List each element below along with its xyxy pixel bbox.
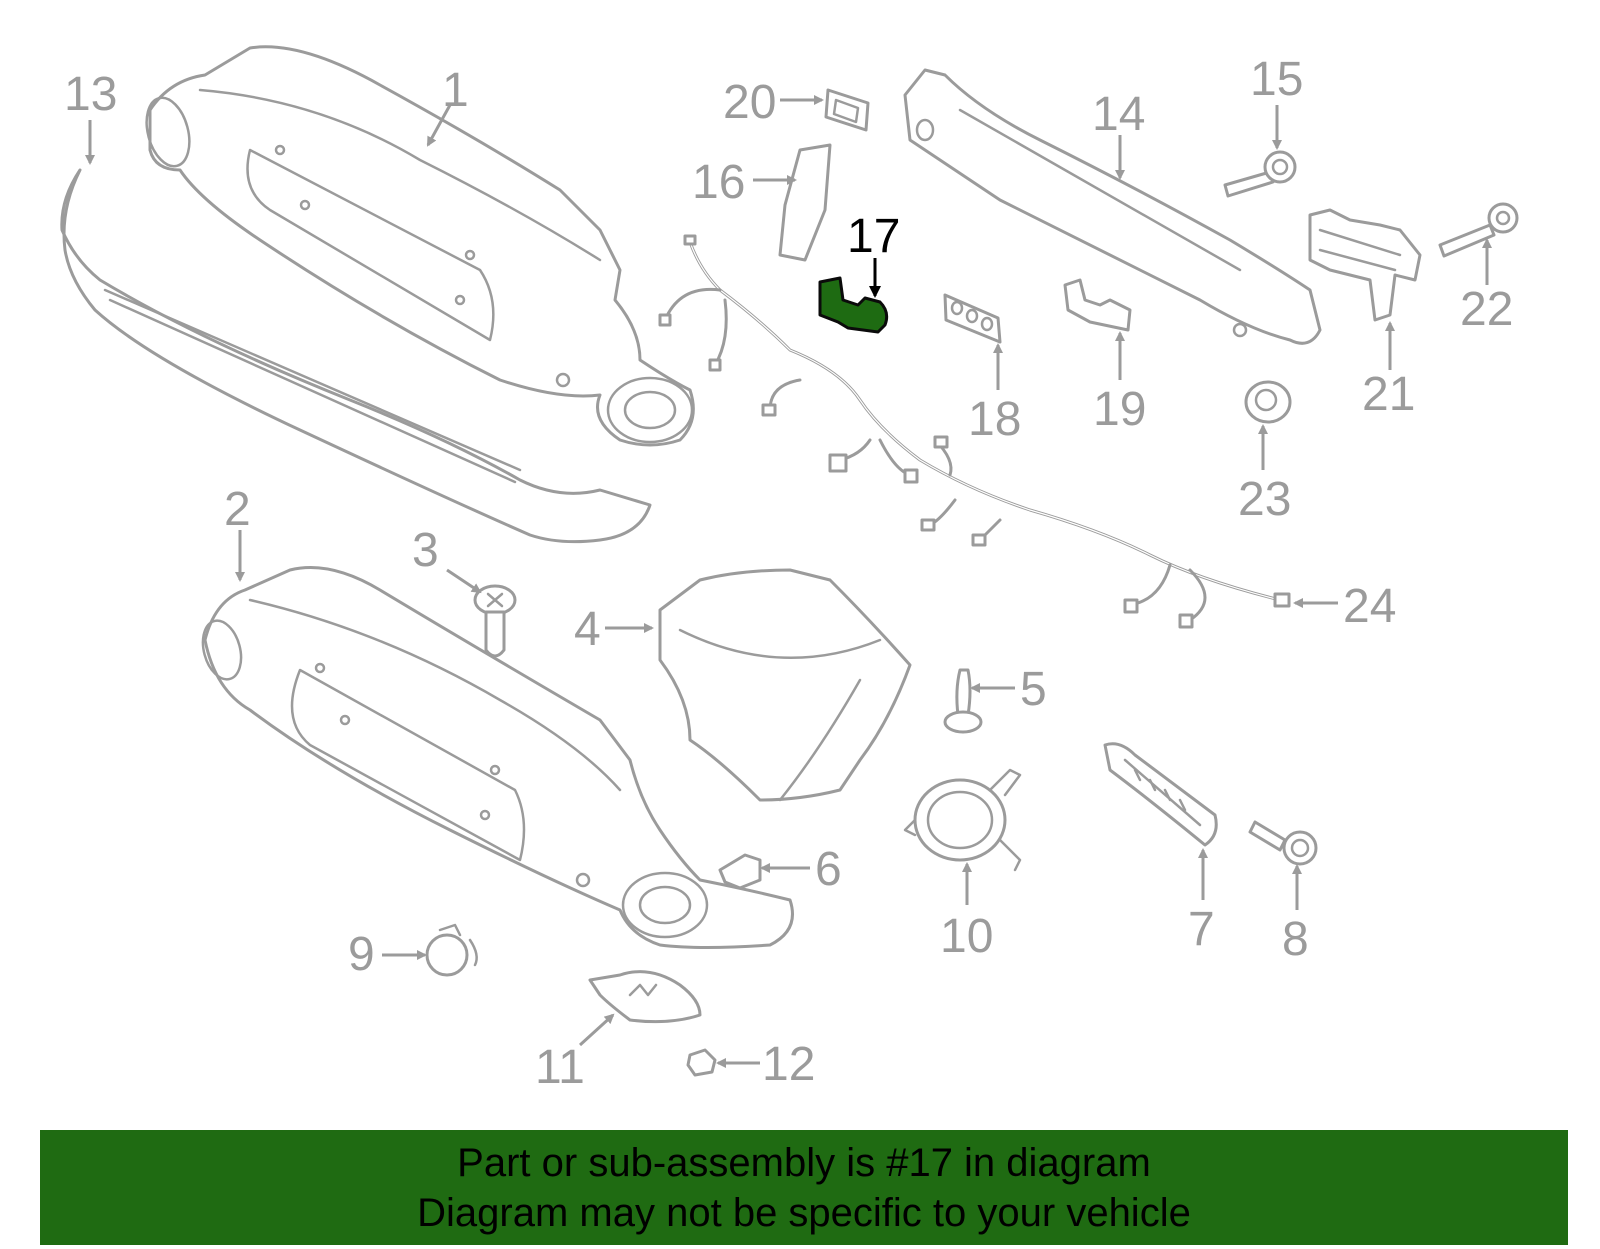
callout-8: 8 <box>1282 913 1309 966</box>
callout-1: 1 <box>442 64 469 117</box>
part-12-nut <box>686 1048 717 1077</box>
callout-3: 3 <box>412 524 439 577</box>
part-5-push-pin <box>943 668 983 734</box>
callout-20: 20 <box>723 76 776 129</box>
part-2-bumper-cover-lower <box>201 566 794 949</box>
callout-arrows <box>85 95 1492 1068</box>
callout-23: 23 <box>1238 473 1291 526</box>
callout-14: 14 <box>1092 88 1145 141</box>
part-16-bracket-strip <box>778 143 832 262</box>
banner-line-disclaimer: Diagram may not be specific to your vehi… <box>417 1191 1191 1235</box>
part-8-bolt <box>1248 820 1318 866</box>
banner-line-part-number: Part or sub-assembly is #17 in diagram <box>457 1141 1151 1185</box>
part-23-nut <box>1244 380 1292 424</box>
part-21-mount-bracket <box>1308 208 1422 322</box>
callout-24: 24 <box>1343 580 1396 633</box>
callout-16: 16 <box>692 156 745 209</box>
callout-13: 13 <box>64 68 117 121</box>
part-4-bracket <box>658 568 912 802</box>
callout-12: 12 <box>762 1038 815 1091</box>
part-7-strip <box>1103 742 1218 847</box>
part-1-bumper-cover-upper <box>145 45 695 447</box>
callout-5: 5 <box>1020 663 1047 716</box>
callout-15: 15 <box>1250 53 1303 106</box>
parts-diagram: 1 2 3 4 5 6 7 8 9 10 11 12 13 14 15 16 1… <box>60 45 1519 1094</box>
callout-18: 18 <box>968 393 1021 446</box>
callout-22: 22 <box>1460 283 1513 336</box>
part-15-bolt <box>1223 150 1297 198</box>
part-9-sensor-holder <box>425 923 478 977</box>
callout-labels: 1 2 3 4 5 6 7 8 9 10 11 12 13 14 15 16 1… <box>64 53 1513 1094</box>
callout-21: 21 <box>1362 368 1415 421</box>
callout-4: 4 <box>574 603 601 656</box>
callout-17: 17 <box>847 210 900 263</box>
callout-7: 7 <box>1188 903 1215 956</box>
callout-11: 11 <box>535 1041 585 1094</box>
part-11-badge-plate <box>588 970 702 1024</box>
part-3-screw <box>473 584 517 658</box>
part-10-ring-bezel <box>903 768 1022 872</box>
part-18-plate <box>943 293 1002 344</box>
callout-2: 2 <box>224 483 251 536</box>
part-14-carrier-beam <box>903 68 1322 345</box>
part-20-clip <box>824 88 870 132</box>
callout-19: 19 <box>1093 383 1146 436</box>
callout-9: 9 <box>348 928 375 981</box>
info-banner: Part or sub-assembly is #17 in diagram D… <box>40 1130 1568 1245</box>
part-17-bracket-highlighted <box>818 276 889 334</box>
part-19-bracket <box>1063 278 1132 332</box>
part-22-bolt <box>1438 202 1519 258</box>
callout-10: 10 <box>940 910 993 963</box>
callout-6: 6 <box>815 843 842 896</box>
part-13-lower-trim <box>60 168 652 544</box>
part-6-clip <box>718 853 762 890</box>
part-24-wiring-harness <box>658 234 1291 629</box>
